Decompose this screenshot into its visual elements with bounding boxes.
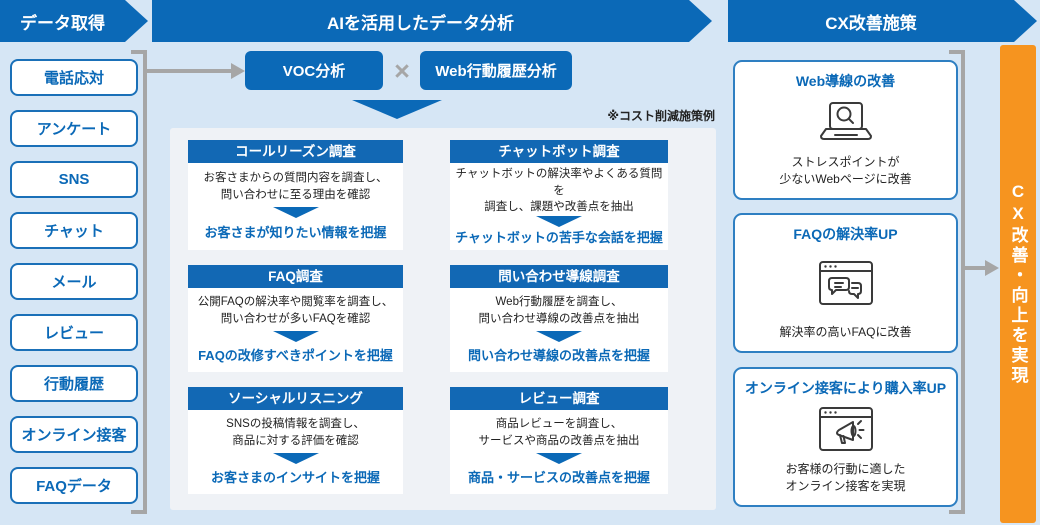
cx-card-online-cs: オンライン接客により購入率UP お客様の行動に適した オンライン接客を実現: [733, 367, 958, 507]
analysis-card-desc: お客さまからの質問内容を調査し、 問い合わせに至る理由を確認: [203, 171, 388, 201]
source-label: 行動履歴: [43, 376, 104, 393]
analysis-card-chatbot: チャットボット調査 チャットボットの解決率やよくある質問を 調査し、課題や改善点…: [450, 140, 668, 250]
source-chat: チャット: [10, 212, 138, 249]
goal-label: CX改善・向上を実現: [1008, 182, 1028, 386]
left-bracket-line: [143, 50, 147, 514]
analysis-card-title: チャットボット調査: [450, 140, 668, 163]
left-arrow-line: [147, 69, 231, 73]
analysis-card-title: ソーシャルリスニング: [188, 387, 403, 410]
source-online-cs: オンライン接客: [10, 416, 138, 453]
left-arrow-head-icon: [231, 63, 245, 79]
analysis-card-result: お客さまのインサイトを把握: [210, 469, 380, 485]
right-arrow-line: [965, 266, 985, 270]
analysis-card-title: 問い合わせ導線調査: [450, 265, 668, 288]
analysis-card-title: レビュー調査: [450, 387, 668, 410]
cx-card-title: オンライン接客により購入率UP: [744, 380, 947, 396]
chevron-down-icon: [272, 452, 319, 464]
chevron-down-icon: [536, 216, 582, 228]
source-sns: SNS: [10, 161, 138, 198]
cx-card-web-path: Web導線の改善 ストレスポイントが 少ないWebページに改善: [733, 60, 958, 200]
source-phone: 電話応対: [10, 59, 138, 96]
header-data-acquisition: データ取得: [0, 0, 148, 42]
analysis-card-social-listening: ソーシャルリスニング SNSの投稿情報を調査し、 商品に対する評価を確認 お客さ…: [188, 387, 403, 494]
source-faq-data: FAQデータ: [10, 467, 138, 504]
analysis-card-result: FAQの改修すべきポイントを把握: [198, 347, 393, 363]
analysis-card-desc: SNSの投稿情報を調査し、 商品に対する評価を確認: [226, 418, 365, 447]
header-cx-measures: CX改善施策: [728, 0, 1037, 42]
chevron-down-icon: [536, 330, 582, 342]
analysis-card-result: お客さまが知りたい情報を把握: [204, 225, 387, 241]
right-bracket-line: [961, 50, 965, 514]
source-label: SNS: [58, 171, 90, 188]
analysis-card-desc: Web行動履歴を調査し、 問い合わせ導線の改善点を抽出: [478, 296, 640, 325]
multiply-icon: ×: [394, 56, 410, 86]
web-behavior-analysis-box: Web行動履歴分析: [420, 51, 572, 90]
analysis-card-result: 商品・サービスの改善点を把握: [467, 469, 650, 485]
voc-analysis-label: VOC分析: [282, 63, 346, 80]
source-label: アンケート: [36, 121, 112, 138]
cx-card-faq-rate: FAQの解決率UP 解決率の高いFAQに改善: [733, 213, 958, 353]
cx-card-title: Web導線の改善: [795, 73, 896, 89]
analysis-card-title: コールリーズン調査: [188, 140, 403, 163]
chevron-down-icon: [272, 207, 319, 219]
chevron-down-icon: [272, 330, 319, 342]
cost-reduction-note: ※コスト削減施策例: [607, 109, 715, 123]
source-label: FAQデータ: [36, 478, 112, 495]
source-label: オンライン接客: [21, 427, 127, 444]
source-label: チャット: [44, 223, 104, 240]
analysis-card-review: レビュー調査 商品レビューを調査し、 サービスや商品の改善点を抽出 商品・サービ…: [450, 387, 668, 494]
analysis-card-faq: FAQ調査 公開FAQの解決率や閲覧率を調査し、 問い合わせが多いFAQを確認 …: [188, 265, 403, 372]
analysis-card-result: 問い合わせ導線の改善点を把握: [467, 347, 650, 363]
left-bracket-bottom-stub: [131, 510, 145, 514]
source-mail: メール: [10, 263, 138, 300]
right-bracket-bottom-stub: [949, 510, 963, 514]
laptop-search-icon: [813, 91, 879, 154]
source-survey: アンケート: [10, 110, 138, 147]
web-behavior-analysis-label: Web行動履歴分析: [435, 63, 557, 80]
analysis-card-desc: 公開FAQの解決率や閲覧率を調査し、 問い合わせが多いFAQを確認: [197, 296, 394, 325]
source-label: レビュー: [43, 325, 104, 342]
source-behavior-log: 行動履歴: [10, 365, 138, 402]
browser-megaphone-icon: [813, 398, 879, 461]
goal-bar: CX改善・向上を実現: [1000, 45, 1036, 523]
cx-card-title: FAQの解決率UP: [793, 226, 898, 242]
voc-analysis-box: VOC分析: [245, 51, 383, 90]
source-review: レビュー: [10, 314, 138, 351]
cx-card-caption: お客様の行動に適した オンライン接客を実現: [785, 462, 906, 494]
analysis-card-result: チャットボットの苦手な会話を把握: [455, 230, 663, 246]
header-ai-analysis: AIを活用したデータ分析: [152, 0, 712, 42]
browser-faq-chat-icon: [813, 244, 879, 324]
analysis-card-title: FAQ調査: [188, 265, 403, 288]
cx-card-caption: 解決率の高いFAQに改善: [779, 325, 912, 340]
header-cx-measures-label: CX改善施策: [825, 13, 917, 33]
analysis-card-desc: 商品レビューを調査し、 サービスや商品の改善点を抽出: [478, 418, 640, 447]
source-label: メール: [51, 274, 97, 291]
analysis-card-desc: チャットボットの解決率やよくある質問を 調査し、課題や改善点を抽出: [455, 168, 663, 214]
analysis-card-inquiry-path: 問い合わせ導線調査 Web行動履歴を調査し、 問い合わせ導線の改善点を抽出 問い…: [450, 265, 668, 372]
analysis-card-call-reason: コールリーズン調査 お客さまからの質問内容を調査し、 問い合わせに至る理由を確認…: [188, 140, 403, 250]
right-bracket-top-stub: [949, 50, 963, 54]
header-ai-analysis-label: AIを活用したデータ分析: [327, 13, 514, 33]
header-data-acquisition-label: データ取得: [20, 13, 105, 33]
down-arrow-icon: [352, 100, 442, 119]
source-label: 電話応対: [43, 70, 104, 87]
chevron-down-icon: [536, 452, 582, 464]
left-bracket-top-stub: [131, 50, 145, 54]
cx-card-caption: ストレスポイントが 少ないWebページに改善: [779, 155, 912, 187]
right-arrow-head-icon: [985, 260, 999, 276]
